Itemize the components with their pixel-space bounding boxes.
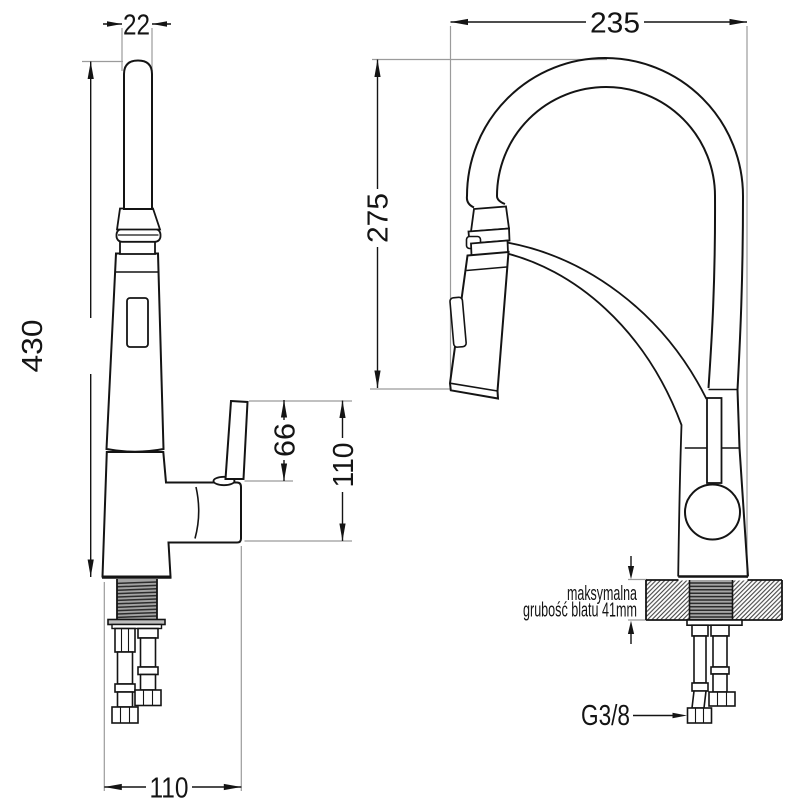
arrowhead	[104, 783, 122, 791]
side-gooseneck-inner	[495, 86, 717, 389]
dimensions: 22 430 66 110 110	[17, 7, 747, 800]
arrowhead	[374, 59, 381, 77]
arrowhead	[223, 783, 242, 791]
front-neck-band	[119, 240, 156, 255]
side-right-hose	[708, 624, 736, 707]
dim-handle-height: 66	[269, 400, 301, 481]
side-cone	[469, 205, 511, 233]
front-right-hose	[134, 627, 162, 707]
dim-spout-width: 22	[103, 9, 171, 41]
arrowhead	[450, 18, 468, 26]
dim-thread-callout: G3/8	[581, 700, 687, 732]
front-head-window	[126, 297, 149, 348]
arrowhead	[672, 712, 687, 719]
front-spout-tube	[123, 59, 153, 210]
arrowhead	[627, 620, 635, 634]
side-spray-button	[449, 296, 467, 348]
dim-110b-label: 110	[150, 772, 189, 800]
dim-body-height: 110	[328, 400, 360, 541]
arrowhead	[374, 370, 381, 388]
dim-counter-thickness: maksymalna grubość blatu 41mm	[523, 556, 638, 644]
side-gooseneck-outer	[465, 57, 745, 391]
side-head-joint	[466, 266, 507, 272]
arrowhead	[107, 21, 122, 27]
front-left-stud	[111, 627, 139, 724]
dim-spout-reach: 235	[450, 7, 747, 39]
arrowhead	[152, 21, 167, 27]
arrowhead	[87, 559, 94, 577]
front-handle-lever	[224, 399, 249, 480]
counter-note-line1: maksymalna	[567, 583, 638, 605]
arrowhead	[280, 400, 288, 418]
faucet-side-view	[448, 57, 783, 724]
front-cone	[115, 207, 162, 231]
faucet-front-view	[101, 59, 249, 724]
front-arm-fillet	[194, 486, 200, 539]
counter-note-line2: grubość blatu 41mm	[523, 600, 637, 622]
front-threaded-rod	[116, 579, 158, 620]
front-flange-lip	[111, 623, 163, 630]
g38-label: G3/8	[581, 700, 630, 732]
side-hose-upper	[500, 240, 708, 400]
side-aerator-line	[449, 382, 498, 392]
extension-lines	[82, 26, 748, 791]
side-left-hose	[686, 624, 713, 724]
countertop-hatch-left	[646, 580, 689, 620]
arrowhead	[627, 566, 635, 580]
dim-275-label: 275	[362, 193, 394, 243]
dim-22-label: 22	[123, 9, 150, 41]
dim-spout-drop: 275	[362, 59, 394, 388]
dim-total-height: 430	[17, 61, 94, 577]
front-flange	[107, 618, 166, 626]
dim-235-label: 235	[590, 7, 640, 39]
arrowhead	[339, 400, 346, 418]
dim-base-depth: 110	[104, 772, 242, 800]
dim-66-label: 66	[269, 423, 301, 457]
front-body-lower	[101, 451, 242, 578]
arrowhead	[339, 523, 346, 541]
arrowhead	[280, 463, 288, 481]
side-ball-joint	[684, 483, 741, 541]
side-hose-lower-body-left	[498, 250, 683, 577]
front-spray-head	[105, 252, 165, 453]
side-spray-head	[448, 205, 511, 400]
arrowhead	[87, 61, 94, 79]
countertop-section	[645, 579, 783, 621]
dim-430-label: 430	[17, 320, 49, 373]
arrowhead	[729, 18, 747, 26]
side-handle-lever	[706, 397, 723, 484]
dim-110r-label: 110	[328, 443, 360, 488]
countertop-hatch-right	[733, 580, 782, 620]
